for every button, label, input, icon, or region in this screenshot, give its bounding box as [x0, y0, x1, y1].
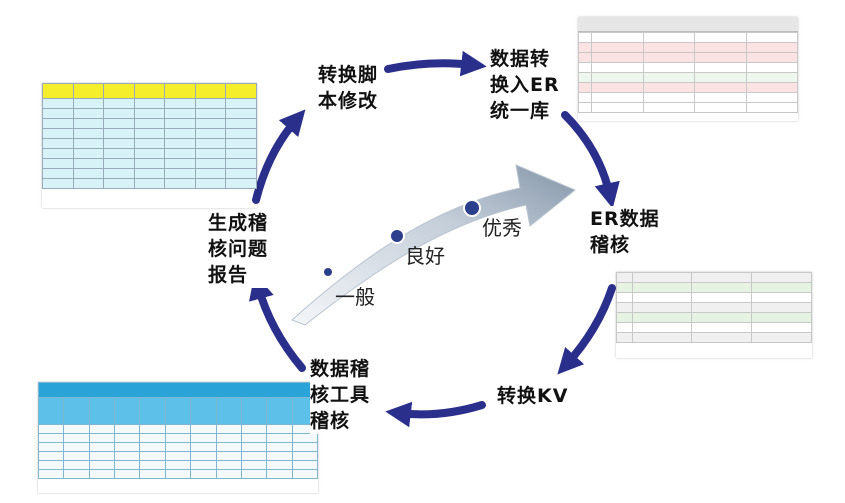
quality-label-good: 良好 [405, 244, 445, 268]
cycle-arrow-upper-right [561, 111, 620, 209]
script-spreadsheet-thumbnail [42, 83, 257, 208]
quality-dot-general [322, 266, 334, 278]
step-audit-tool: 数据稽 核工具 稽核 [310, 356, 371, 434]
quality-label-excellent: 优秀 [482, 216, 522, 240]
cycle-arrow-lower-right [557, 284, 616, 375]
step-convert-kv: 转换KV [497, 383, 569, 409]
er-toolbar [578, 17, 798, 32]
quality-arrow [291, 164, 576, 326]
step-generate-report: 生成稽 核问题 报告 [208, 210, 269, 288]
kv-data-thumbnail [616, 272, 812, 358]
cycle-arrow-upper-left [252, 109, 306, 204]
step-convert-to-er: 数据转 换入ER 统一库 [490, 46, 560, 124]
cycle-arrow-lower-left [249, 273, 306, 372]
quality-label-general: 一般 [335, 285, 375, 309]
step-er-audit: ER数据 稽核 [590, 206, 660, 258]
step-convert-script: 转换脚 本修改 [318, 62, 379, 114]
cycle-arrow-bottom [385, 401, 486, 428]
audit-result-thumbnail [38, 382, 318, 493]
er-database-thumbnail [578, 17, 798, 121]
quality-dot-excellent [463, 199, 481, 217]
quality-dot-good [389, 228, 405, 244]
cycle-arrow-top [384, 50, 487, 77]
